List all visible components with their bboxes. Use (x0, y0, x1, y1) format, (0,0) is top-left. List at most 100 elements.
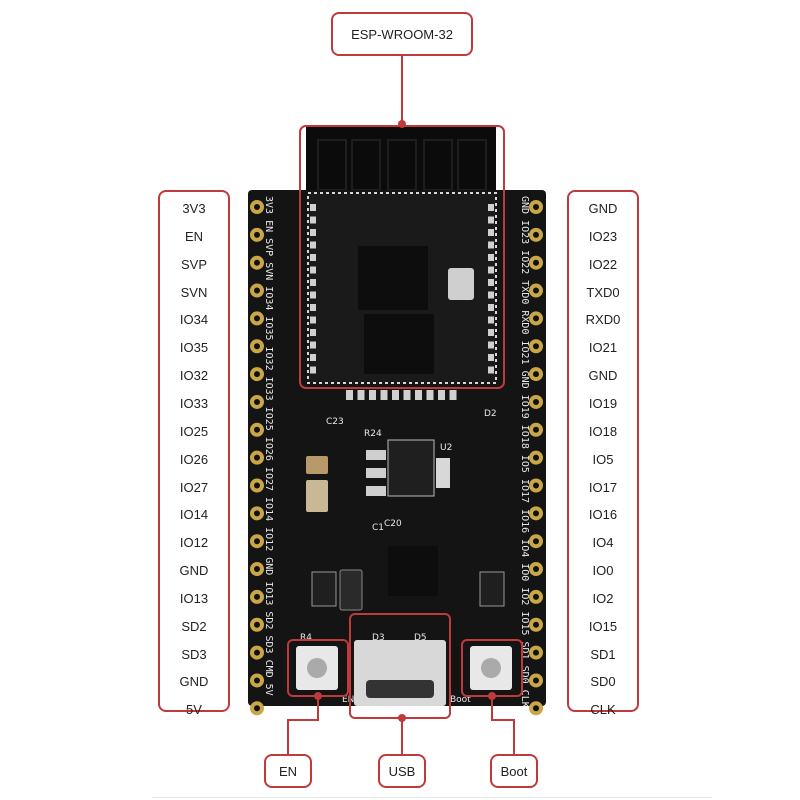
module-castellation (488, 291, 494, 299)
right-pin-label: IO22 (588, 256, 618, 272)
right-pin-label: IO17 (588, 479, 618, 495)
svg-text:C23: C23 (326, 417, 344, 427)
module-castellation (380, 390, 388, 400)
svg-text:3V3 EN SVP SVN IO34 IO35 IO32: 3V3 EN SVP SVN IO34 IO35 IO32 IO33 IO25 … (263, 196, 274, 696)
right-pin-label: IO4 (592, 535, 614, 551)
header-pad-hole (533, 566, 539, 573)
left-pin-label: IO12 (179, 535, 209, 551)
usb-callout: USB (378, 754, 426, 788)
header-pad-hole (533, 677, 539, 684)
header-pad-hole (254, 204, 260, 210)
module-callout: ESP-WROOM-32 (331, 12, 473, 56)
right-pin-label: SD0 (590, 674, 616, 690)
header-pad-hole (254, 398, 260, 405)
left-pin-label: IO35 (179, 340, 209, 356)
module-castellation (310, 341, 316, 349)
svg-text:D2: D2 (484, 409, 497, 419)
left-pin-label: IO32 (179, 368, 209, 384)
right-pin-label: RXD0 (585, 312, 621, 328)
header-pad-hole (533, 705, 539, 712)
left-pin-label: IO13 (179, 590, 209, 606)
header-pad-hole (254, 315, 260, 322)
svg-text:U2: U2 (440, 443, 452, 453)
right-pin-label: IO21 (588, 340, 618, 356)
header-pad-hole (533, 621, 539, 628)
svg-text:R24: R24 (364, 429, 382, 439)
module-castellation (488, 329, 494, 336)
svg-text:GND IO23 IO22 TXD0 RXD0 IO21 G: GND IO23 IO22 TXD0 RXD0 IO21 GND IO19 IO… (519, 196, 530, 708)
header-pad-hole (254, 231, 260, 238)
svg-text:C20: C20 (384, 519, 402, 529)
right-pin-label: CLK (590, 702, 616, 718)
module-castellation (310, 216, 316, 224)
en-callout: EN (264, 754, 312, 788)
left-pin-label: SVP (180, 256, 207, 272)
module-castellation (488, 341, 494, 349)
right-pin-label: IO19 (588, 395, 618, 411)
module-castellation (488, 316, 494, 324)
module-castellation (403, 390, 411, 400)
header-pad-hole (533, 259, 539, 266)
module-castellation (310, 366, 316, 374)
module-castellation (357, 390, 365, 400)
usb-uart-chip (388, 546, 438, 596)
module-castellation (488, 354, 494, 361)
header-pad-hole (533, 231, 539, 238)
module-castellation (488, 279, 494, 286)
left-pin-label: SD3 (181, 646, 207, 662)
header-pad-hole (533, 482, 539, 489)
module-castellation (488, 241, 494, 249)
bottom-rule (152, 797, 712, 798)
left-pin-label: IO34 (179, 312, 209, 328)
header-pad-hole (254, 538, 260, 545)
right-pin-label: IO18 (588, 423, 618, 439)
module-castellation (310, 266, 316, 274)
header-pad-hole (254, 454, 260, 461)
module-castellation (449, 390, 457, 400)
right-pin-label: SD1 (590, 646, 616, 662)
svg-text:EN: EN (342, 695, 354, 705)
left-pin-label: IO27 (179, 479, 209, 495)
module-castellation (488, 216, 494, 224)
header-pad-hole (533, 287, 539, 294)
svg-text:C1: C1 (372, 523, 384, 533)
module-castellation (488, 229, 494, 236)
header-pad-hole (254, 677, 260, 684)
header-pad-hole (533, 649, 539, 656)
svg-text:R4: R4 (300, 633, 312, 643)
header-pad-hole (254, 510, 260, 517)
left-pin-label: SVN (180, 284, 208, 300)
module-castellation (310, 316, 316, 324)
right-pin-label: GND (588, 201, 618, 216)
header-pad-hole (254, 259, 260, 266)
left-pin-label: SD2 (181, 618, 207, 634)
header-pad-hole (254, 649, 260, 656)
svg-text:D5: D5 (414, 633, 427, 643)
left-pin-label: IO14 (179, 507, 209, 523)
module-castellation (310, 279, 316, 286)
left-pin-label: GND (179, 674, 209, 690)
module-castellation (310, 241, 316, 249)
module-castellation (310, 304, 316, 311)
module-castellation (310, 254, 316, 261)
antenna (306, 126, 496, 196)
left-pin-label: IO26 (179, 451, 209, 467)
module-castellation (369, 390, 376, 400)
right-pin-label: IO15 (588, 618, 618, 634)
header-pad-hole (254, 426, 260, 433)
module-castellation (438, 390, 445, 400)
module-castellation (488, 304, 494, 311)
header-pad-hole (533, 454, 539, 461)
module-castellation (310, 229, 316, 236)
module-castellation (415, 390, 422, 400)
header-pad-hole (254, 621, 260, 628)
right-pin-label: TXD0 (586, 284, 620, 300)
svg-text:Boot: Boot (450, 695, 471, 705)
header-pad-hole (254, 371, 260, 378)
module-castellation (346, 390, 353, 400)
left-pin-label: EN (184, 228, 204, 244)
module-castellation (310, 204, 316, 211)
